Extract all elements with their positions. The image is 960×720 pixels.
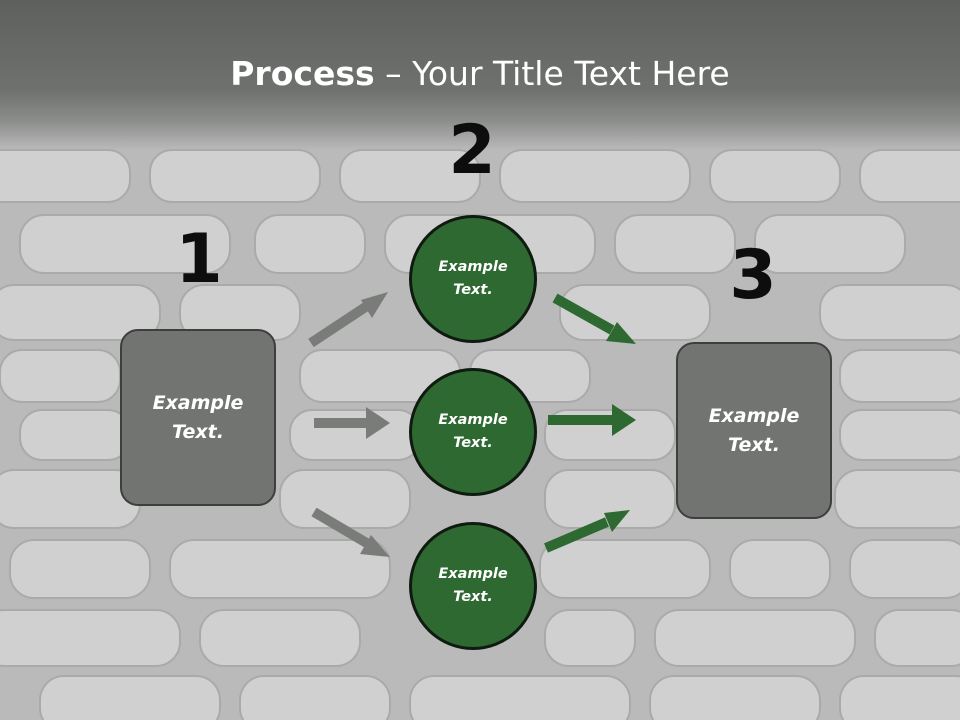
step-2-circle-top: Example Text. bbox=[409, 215, 537, 343]
step-2-circle-bottom: Example Text. bbox=[409, 522, 537, 650]
arrow-1-to-middle bbox=[314, 407, 390, 439]
step-3-text: Example Text. bbox=[708, 404, 800, 456]
arrow-1-to-top bbox=[308, 292, 388, 348]
step-2-number: 2 bbox=[448, 111, 496, 190]
step-2-circle-bottom-text: Example Text. bbox=[438, 566, 508, 605]
step-2-circle-middle-text: Example Text. bbox=[438, 412, 508, 451]
arrow-1-to-bottom bbox=[311, 507, 390, 557]
arrow-top-to-3 bbox=[552, 293, 636, 344]
slide-title: Process – Your Title Text Here bbox=[0, 52, 960, 96]
arrow-bottom-to-3 bbox=[544, 510, 630, 553]
step-1-number: 1 bbox=[175, 220, 223, 299]
step-2-circle-top-text: Example Text. bbox=[438, 259, 508, 298]
step-1-text: Example Text. bbox=[152, 391, 244, 443]
title-bold: Process bbox=[230, 54, 375, 93]
step-3-number: 3 bbox=[729, 236, 777, 315]
step-3-box: Example Text. bbox=[676, 342, 832, 519]
step-2-circle-middle: Example Text. bbox=[409, 368, 537, 496]
title-rest: – Your Title Text Here bbox=[374, 54, 730, 93]
arrow-middle-to-3 bbox=[548, 404, 636, 436]
title-band bbox=[0, 0, 960, 150]
step-1-box: Example Text. bbox=[120, 329, 276, 506]
